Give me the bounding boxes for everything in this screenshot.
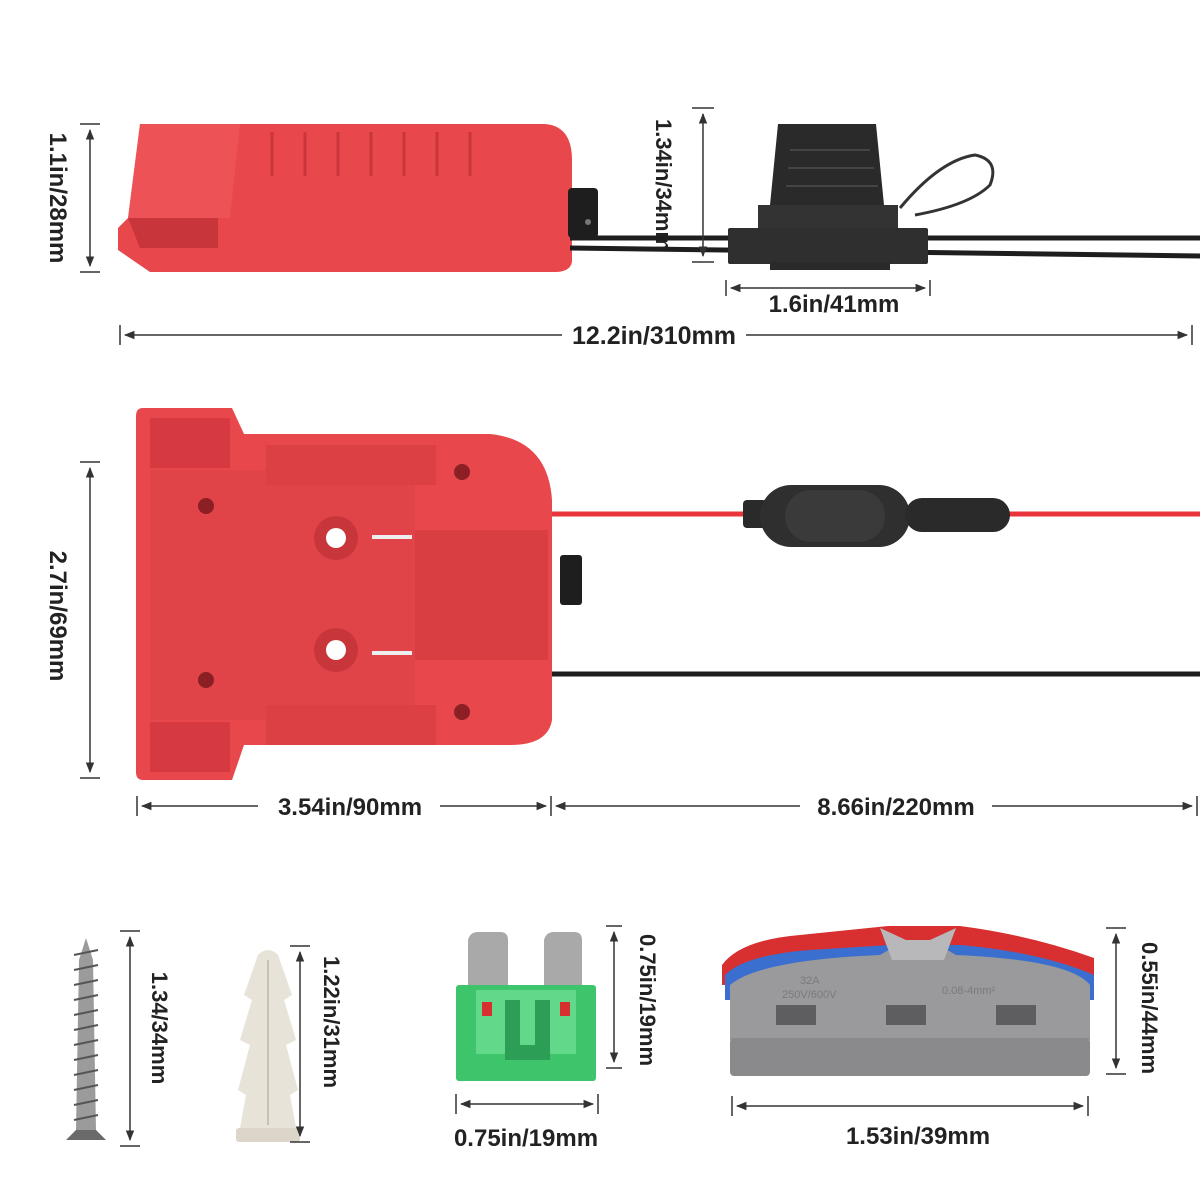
adapter-side-view [118, 124, 598, 272]
connector-wire-range-text: 0.08-4mm² [942, 985, 996, 997]
wall-anchor [236, 950, 300, 1142]
lever-wire-connector: 32A 250V/600V 0.08-4mm² [722, 926, 1094, 1076]
connector-voltage-text: 250V/600V [782, 989, 837, 1001]
total-length-label: 12.2in/310mm [572, 322, 736, 350]
adapter-width-label: 2.7in/69mm [44, 551, 71, 682]
fuse-holder-side-view [728, 124, 995, 270]
connector-width-label: 1.53in/39mm [846, 1123, 990, 1150]
adapter-height-label: 1.1in/28mm [44, 133, 71, 264]
fuse-width-label: 0.75in/19mm [454, 1125, 598, 1152]
adapter-top-view [136, 408, 582, 780]
cable-length-label: 8.66in/220mm [817, 794, 974, 821]
inline-fuse-holder [743, 485, 1010, 547]
fuse-holder-height-label: 1.34in/34mm [651, 119, 676, 251]
connector-rating-text: 32A [800, 975, 820, 987]
fuse-holder-width-label: 1.6in/41mm [769, 291, 900, 318]
fuse-height-label: 0.75in/19mm [635, 934, 660, 1066]
blade-fuse [456, 932, 596, 1081]
connector-height-label: 0.55in/44mm [1137, 942, 1162, 1074]
screw-length-label: 1.34/34mm [147, 972, 172, 1085]
anchor-length-label: 1.22in/31mm [319, 956, 344, 1088]
adapter-length-label: 3.54in/90mm [278, 794, 422, 821]
screw [66, 938, 106, 1140]
